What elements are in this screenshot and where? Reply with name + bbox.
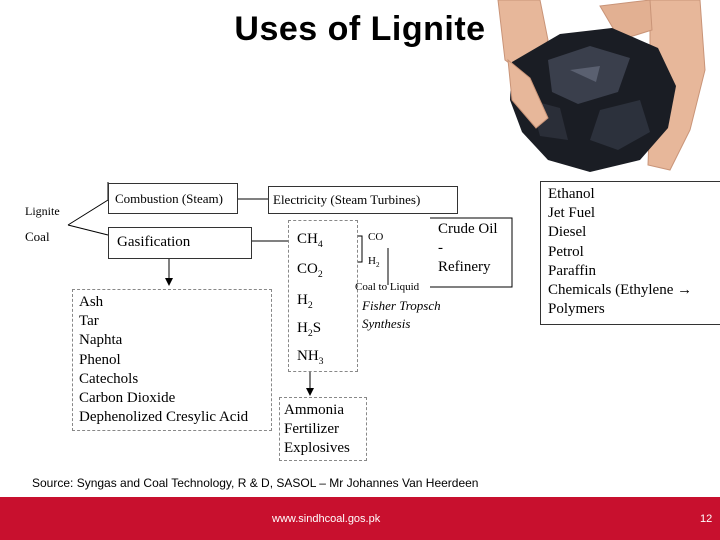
- ch4-label: CH4: [297, 231, 323, 250]
- fuel-ethanol: Ethanol: [548, 186, 595, 202]
- byproduct-carbon-dioxide: Carbon Dioxide: [79, 390, 176, 406]
- coal-hands-image: [497, 0, 706, 172]
- source-note: Source: Syngas and Coal Technology, R & …: [32, 476, 479, 490]
- fuel-petrol: Petrol: [548, 244, 584, 260]
- co2-label: CO2: [297, 261, 323, 280]
- byproduct-phenol: Phenol: [79, 352, 121, 368]
- gasification-label: Gasification: [117, 234, 191, 250]
- fuel-paraffin: Paraffin: [548, 263, 597, 279]
- electricity-label: Electricity (Steam Turbines): [273, 192, 421, 207]
- flow-connectors: [67, 182, 513, 396]
- fuel-polymers: Polymers: [548, 301, 605, 317]
- explosives-label: Explosives: [284, 440, 350, 456]
- fuel-jet-fuel: Jet Fuel: [548, 205, 596, 221]
- slide-title: Uses of Lignite: [234, 10, 486, 48]
- fertilizer-label: Fertilizer: [284, 421, 339, 437]
- refinery-label: Refinery: [438, 259, 491, 275]
- fuel-diesel: Diesel: [548, 224, 587, 240]
- coal-label: Coal: [25, 229, 50, 244]
- coal-to-liquid-label: Coal to Liquid: [355, 281, 420, 293]
- ammonia-label: Ammonia: [284, 402, 344, 418]
- footer-bar: www.sindhcoal.gos.pk 12: [0, 497, 720, 540]
- fisher-tropsch-line1: Fisher Tropsch: [362, 298, 441, 313]
- byproduct-catechols: Catechols: [79, 371, 139, 387]
- h2-label: H2: [297, 292, 313, 311]
- gasification-box: Gasification: [108, 227, 252, 259]
- byproduct-naphta: Naphta: [79, 332, 123, 348]
- syngas-h2-label: H2: [368, 255, 380, 270]
- byproduct-cresylic-acid: Dephenolized Cresylic Acid: [79, 409, 249, 425]
- crude-oil-label: Crude Oil: [438, 221, 498, 237]
- fisher-tropsch-line2: Synthesis: [362, 316, 411, 331]
- syngas-co-label: CO: [368, 231, 384, 243]
- combustion-box: Combustion (Steam): [108, 183, 238, 214]
- electricity-box: Electricity (Steam Turbines): [268, 186, 458, 214]
- combustion-label: Combustion (Steam): [115, 191, 223, 206]
- ammonia-box: Ammonia Fertilizer Explosives: [279, 397, 367, 461]
- footer-url[interactable]: www.sindhcoal.gos.pk: [272, 513, 381, 525]
- page-number: 12: [700, 513, 713, 525]
- byproducts-box: Ash Tar Naphta Phenol Catechols Carbon D…: [72, 289, 272, 431]
- lignite-label: Lignite: [25, 204, 60, 218]
- fuel-chemicals: Chemicals (Ethylene →: [548, 282, 693, 298]
- byproduct-tar: Tar: [79, 313, 99, 329]
- h2s-label: H2S: [297, 320, 322, 339]
- gas-products-box: CH4 CO2 H2 H2S NH3: [288, 220, 358, 372]
- nh3-label: NH3: [297, 348, 324, 367]
- byproduct-ash: Ash: [79, 294, 104, 310]
- fuels-box: Ethanol Jet Fuel Diesel Petrol Paraffin …: [540, 181, 720, 325]
- crude-oil-dash: -: [438, 240, 443, 256]
